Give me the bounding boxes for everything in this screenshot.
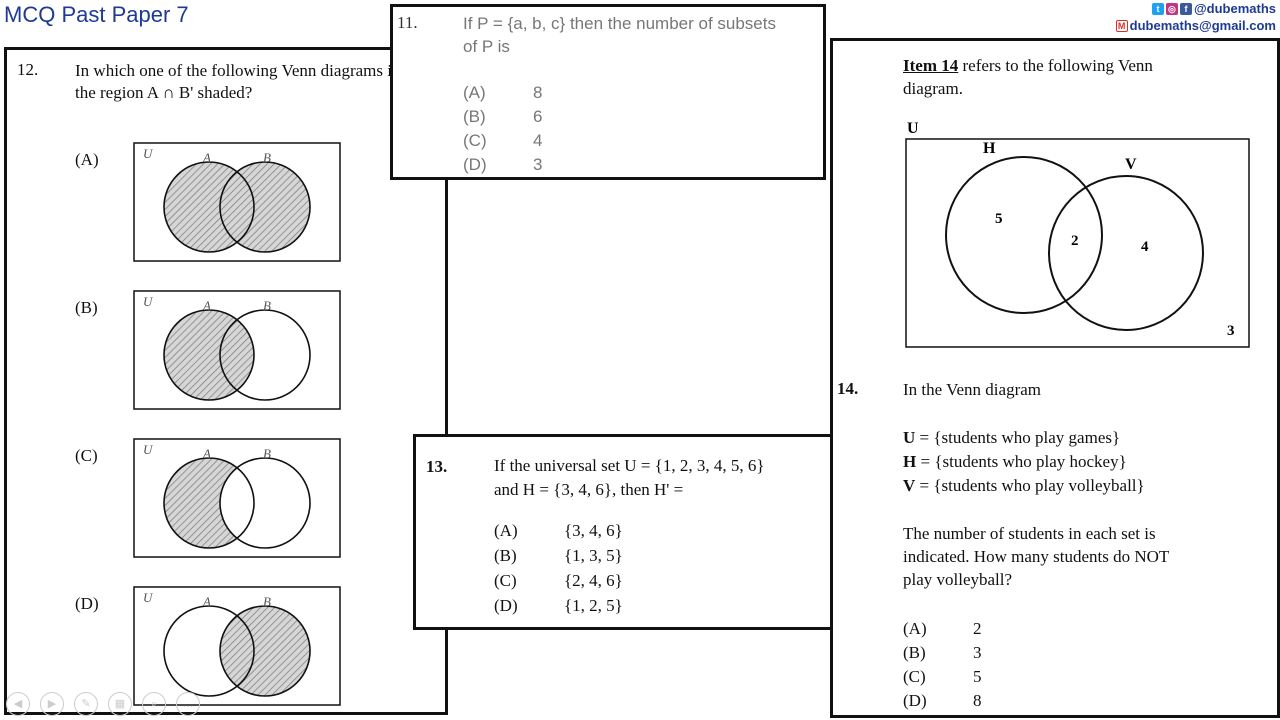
instagram-icon[interactable]: ◎	[1165, 2, 1178, 15]
question-line3: play volleyball?	[903, 570, 1013, 589]
option-c[interactable]: (C)5	[903, 667, 982, 686]
venn-b-label: B	[263, 446, 271, 461]
slides-grid-icon[interactable]: ▦	[108, 692, 132, 716]
question-text-line2: the region A ∩ B' shaded?	[75, 83, 253, 102]
option-label-d[interactable]: (D)	[75, 594, 99, 613]
option-a[interactable]: (A)2	[903, 619, 982, 638]
venn-universal-rect	[133, 290, 341, 410]
venn-b-label: B	[263, 594, 271, 609]
zoom-icon[interactable]: ⌕	[142, 692, 166, 716]
question-text-line1: If the universal set U = {1, 2, 3, 4, 5,…	[494, 456, 765, 475]
item-intro-line2: diagram.	[903, 79, 963, 98]
social-links: t ◎ f @dubemaths M dubemaths@gmail.com	[1076, 0, 1276, 34]
venn-a-label: A	[202, 150, 211, 165]
def-v: V = {students who play volleyball}	[903, 476, 1145, 495]
venn-h-label: H	[983, 140, 996, 157]
page-title: MCQ Past Paper 7	[4, 2, 189, 27]
venn-universal-label: U	[143, 442, 154, 457]
item-intro: Item 14 refers to the following Venn	[903, 55, 1153, 77]
option-b[interactable]: (B)3	[903, 643, 982, 662]
shade-b	[220, 606, 310, 696]
venn-circle-v	[1048, 175, 1204, 331]
venn-universal-label: U	[143, 294, 154, 309]
option-d[interactable]: (D)8	[903, 691, 982, 710]
option-c[interactable]: (C)4	[463, 131, 543, 150]
question-14-panel: Item 14 refers to the following Venn dia…	[830, 38, 1280, 718]
venn-circle-a	[163, 161, 255, 253]
question-number: 11.	[397, 13, 418, 32]
twitter-icon[interactable]: t	[1151, 2, 1164, 15]
venn-circle-b	[219, 161, 311, 253]
venn-universal-rect	[133, 586, 341, 706]
question-number: 14.	[837, 379, 859, 398]
question-number: 13.	[426, 457, 448, 476]
venn-diagram-14: U H V 5 2 4 3	[905, 120, 1250, 348]
pen-icon[interactable]: ✎	[74, 692, 98, 716]
venn-circle-b	[219, 309, 311, 401]
slide-nav-bar: ◀ ▶ ✎ ▦ ⌕ …	[6, 692, 200, 716]
question-number: 12.	[17, 60, 39, 79]
venn-circle-b	[219, 457, 311, 549]
option-a[interactable]: (A){3, 4, 6}	[494, 521, 623, 540]
shade-a-only	[164, 458, 254, 548]
option-label-a[interactable]: (A)	[75, 150, 99, 169]
venn-v-label: V	[1125, 156, 1137, 173]
question-12-panel: 12. In which one of the following Venn d…	[4, 47, 448, 715]
venn-circle-a	[163, 605, 255, 697]
venn-both-value: 2	[1071, 233, 1079, 249]
option-label-c[interactable]: (C)	[75, 446, 98, 465]
option-d[interactable]: (D)3	[463, 155, 543, 174]
question-text-line1: In which one of the following Venn diagr…	[75, 61, 399, 80]
item-intro-rest: refers to the following Venn	[962, 56, 1153, 75]
venn-b-label: B	[263, 298, 271, 313]
question-line2: indicated. How many students do NOT	[903, 547, 1170, 566]
venn-a-label: A	[202, 446, 211, 461]
venn-circle-a	[163, 309, 255, 401]
venn-outside-value: 3	[1227, 323, 1235, 339]
venn-a-label: A	[202, 594, 211, 609]
option-label-b[interactable]: (B)	[75, 298, 98, 317]
venn-h-only-value: 5	[995, 211, 1003, 227]
def-u: U = {students who play games}	[903, 428, 1121, 447]
venn-b-label: B	[263, 150, 271, 165]
question-text-line2: of P is	[463, 37, 510, 56]
social-email: dubemaths@gmail.com	[1129, 18, 1276, 33]
prev-slide-icon[interactable]: ◀	[6, 692, 30, 716]
social-handle: @dubemaths	[1193, 1, 1276, 16]
option-d[interactable]: (D){1, 2, 5}	[494, 596, 623, 615]
venn-circle-b	[219, 605, 311, 697]
venn-circle-h	[945, 156, 1103, 314]
option-c[interactable]: (C){2, 4, 6}	[494, 571, 623, 590]
venn-universal-rect	[905, 138, 1250, 348]
venn-circle-a	[163, 457, 255, 549]
question-text-line2: and H = {3, 4, 6}, then H' =	[494, 480, 684, 499]
venn-universal-label: U	[143, 590, 154, 605]
option-a[interactable]: (A)8	[463, 83, 543, 102]
question-line1: The number of students in each set is	[903, 524, 1156, 543]
venn-universal-label: U	[143, 146, 154, 161]
question-13-panel: 13. If the universal set U = {1, 2, 3, 4…	[413, 434, 845, 630]
shade-b	[220, 162, 310, 252]
shade-a	[164, 310, 254, 400]
more-icon[interactable]: …	[176, 692, 200, 716]
venn-universal-label: U	[907, 120, 919, 137]
question-text-line1: If P = {a, b, c} then the number of subs…	[463, 14, 776, 33]
option-b[interactable]: (B)6	[463, 107, 543, 126]
venn-universal-rect	[133, 438, 341, 558]
def-h: H = {students who play hockey}	[903, 452, 1127, 471]
venn-universal-rect	[133, 142, 341, 262]
facebook-icon[interactable]: f	[1179, 2, 1192, 15]
venn-v-only-value: 4	[1141, 239, 1149, 255]
next-slide-icon[interactable]: ▶	[40, 692, 64, 716]
mail-icon[interactable]: M	[1115, 19, 1128, 32]
question-lead: In the Venn diagram	[903, 380, 1042, 399]
item-ref: Item 14	[903, 56, 959, 75]
venn-a-label: A	[202, 298, 211, 313]
question-11-panel: 11. If P = {a, b, c} then the number of …	[390, 4, 826, 180]
option-b[interactable]: (B){1, 3, 5}	[494, 546, 623, 565]
